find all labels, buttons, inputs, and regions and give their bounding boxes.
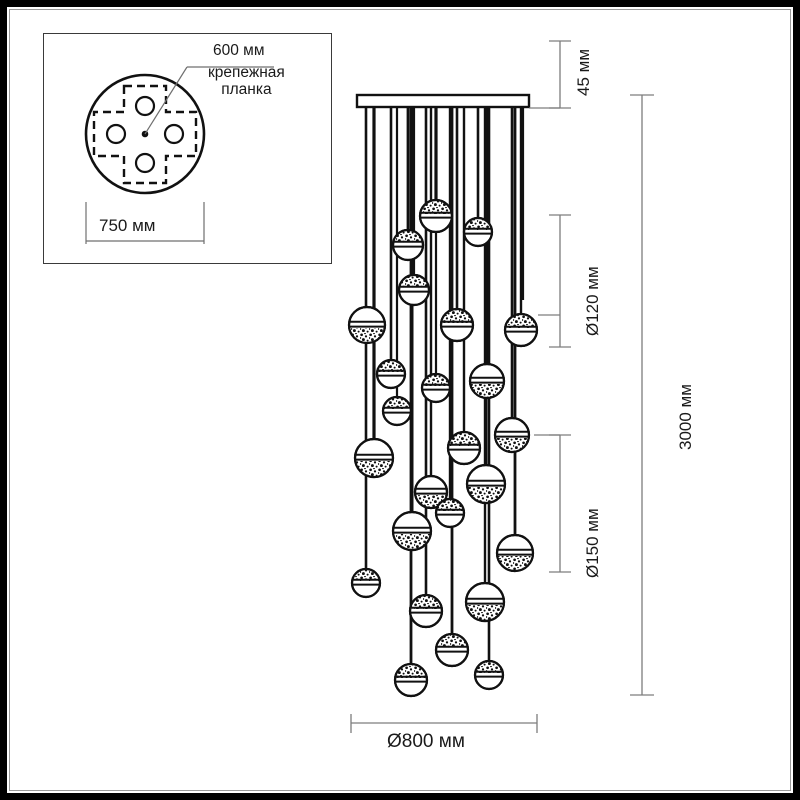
pendant-sphere [446,430,482,466]
pendant-sphere [434,632,470,668]
pendant-sphere-group [347,198,539,698]
label-45mm: 45 мм [574,48,593,96]
pendant-sphere [465,463,507,505]
pendant-sphere [391,228,425,262]
screw-hole-bottom [134,152,156,174]
label-600mm: 600 мм [213,42,265,59]
pendant-sphere [397,273,431,307]
screw-hole-top [134,95,156,117]
label-overall-diameter-800mm: Ø800 мм [387,731,465,752]
dimension-lines-right [529,40,654,696]
callout-leader-line [144,66,188,135]
label-diameter-150mm: Ø150 мм [583,508,602,578]
pendant-sphere [464,581,506,623]
ceiling-canopy-plate [355,93,531,109]
pendant-sphere [381,395,413,427]
pendant-sphere [493,416,531,454]
pendant-sphere [393,662,429,698]
mounting-bracket-cross [92,84,198,185]
pendant-sphere [375,358,407,390]
pendant-sphere [353,437,395,479]
pendant-sphere [420,372,452,404]
pendant-sphere [391,510,433,552]
label-750mm: 750 мм [99,216,156,235]
label-mounting-plate: крепежная планка [208,64,285,99]
label-diameter-120mm: Ø120 мм [583,266,602,336]
inner-frame-hairline [9,9,791,791]
pendant-sphere [350,567,382,599]
screw-hole-right [163,123,185,145]
dimension-line-bottom [350,714,538,733]
screw-hole-left [105,123,127,145]
pendant-sphere [439,307,475,343]
pendant-sphere [408,593,444,629]
pendant-sphere [473,659,505,691]
pendant-sphere [495,533,535,573]
pendant-sphere [462,216,494,248]
pendant-sphere [418,198,454,234]
pendant-sphere [347,305,387,345]
pendant-sphere [503,312,539,348]
plan-view-graphic [84,66,274,244]
plan-view-panel: 600 мм крепежная планка 750 мм [43,33,332,264]
label-total-drop-3000mm: 3000 мм [676,384,695,450]
pendant-sphere [434,497,466,529]
pendant-sphere [468,362,506,400]
